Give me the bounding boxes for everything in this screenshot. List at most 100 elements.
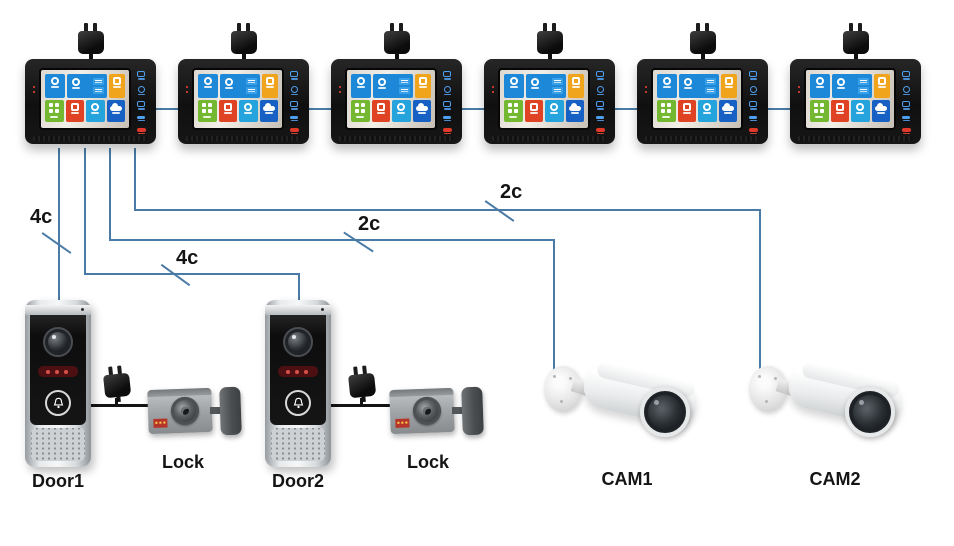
apps-grid-icon	[45, 100, 64, 122]
plug-prong	[542, 23, 547, 32]
wire-door2	[84, 148, 86, 275]
monitor-button-icon	[443, 71, 451, 80]
plug-prong	[389, 23, 394, 32]
touch-button-column	[744, 71, 762, 134]
date-chips	[246, 78, 257, 96]
door-station-1	[25, 300, 91, 467]
clock-icon	[220, 74, 260, 98]
unlock-button-icon	[749, 101, 757, 110]
hangup-button-icon	[136, 127, 146, 134]
monitor-button-icon	[749, 71, 757, 80]
hangup-button-icon	[595, 127, 605, 134]
plug-prong	[695, 23, 700, 32]
monitor-chin	[492, 136, 607, 141]
alarm-bell-icon	[830, 100, 849, 122]
ir-led-window	[38, 366, 78, 377]
settings-gear-icon	[351, 74, 371, 98]
indoor-monitor	[484, 59, 615, 144]
apps-grid-icon	[351, 100, 370, 122]
plug-prong	[236, 23, 241, 32]
wire-cam1	[109, 239, 555, 241]
monitor-chin	[645, 136, 760, 141]
cam1-label: CAM1	[601, 469, 653, 489]
bell-icon	[53, 397, 63, 408]
wire-door2-label: 4c	[176, 247, 199, 269]
date-chips	[705, 78, 716, 96]
monitor-unit-6	[790, 23, 921, 144]
unlock-button-icon	[290, 101, 298, 110]
menu-button-icon	[443, 115, 451, 122]
wire-cam2	[134, 148, 136, 211]
monitor-screen	[41, 70, 129, 128]
photo-album-icon	[415, 74, 431, 98]
door-station-2	[265, 300, 331, 467]
power-led	[798, 86, 800, 88]
lock-red-label	[153, 418, 168, 428]
lock2-label: Lock	[406, 452, 449, 472]
door1-label: Door1	[31, 471, 84, 491]
indoor-monitor	[637, 59, 768, 144]
weather-cloud-icon	[871, 100, 890, 122]
talk-button-icon	[290, 85, 298, 96]
lock1-label: Lock	[161, 452, 204, 472]
touch-button-column	[132, 71, 150, 134]
touch-button-column	[438, 71, 456, 134]
unlock-button-icon	[137, 101, 145, 110]
plug-prong	[398, 23, 403, 32]
alarm-bell-icon	[218, 100, 237, 122]
plug-body	[536, 31, 563, 54]
cam2-label: CAM2	[809, 469, 861, 489]
menu-button-icon	[290, 115, 298, 122]
power-led	[339, 86, 341, 88]
wire-door1-tick	[41, 232, 72, 254]
indoor-monitor	[790, 59, 921, 144]
photo-album-icon	[262, 74, 278, 98]
weather-cloud-icon	[565, 100, 584, 122]
lock2-power-adapter	[347, 365, 377, 404]
plug-prong	[92, 23, 97, 32]
speaker-grille	[271, 428, 325, 461]
plug-body	[689, 31, 716, 54]
unlock-button-icon	[902, 101, 910, 110]
power-adapter	[842, 23, 869, 59]
clock-icon	[526, 74, 566, 98]
plug-cable	[88, 53, 93, 59]
monitor-screen	[194, 70, 282, 128]
clock-icon	[832, 74, 872, 98]
media-icon	[239, 100, 258, 122]
speaker-grille	[31, 428, 85, 461]
monitor-button-icon	[137, 71, 145, 80]
menu-button-icon	[137, 115, 145, 122]
monitor-chin	[186, 136, 301, 141]
menu-button-icon	[749, 115, 757, 122]
camera-lens	[640, 387, 690, 437]
media-icon	[851, 100, 870, 122]
alarm-bell-icon	[65, 100, 84, 122]
plug-cable	[853, 53, 858, 59]
media-icon	[698, 100, 717, 122]
hangup-button-icon	[748, 127, 758, 134]
wire-cam2	[134, 209, 761, 211]
touch-button-column	[285, 71, 303, 134]
apps-grid-icon	[504, 100, 523, 122]
settings-gear-icon	[657, 74, 677, 98]
wire-door1-label: 4c	[30, 206, 53, 228]
plug-cable	[547, 53, 552, 59]
mic-hole	[81, 308, 84, 311]
plug-cable	[241, 53, 246, 59]
plug-cable	[394, 53, 399, 59]
weather-cloud-icon	[718, 100, 737, 122]
plug-prong	[83, 23, 88, 32]
lock-red-label	[395, 418, 410, 428]
door-top-band	[25, 305, 91, 315]
call-button	[45, 390, 71, 416]
power-adapter	[536, 23, 563, 59]
monitors-row	[25, 23, 921, 144]
plug-body	[230, 31, 257, 54]
media-icon	[86, 100, 105, 122]
door2-lock2-cable	[327, 404, 392, 407]
settings-gear-icon	[504, 74, 524, 98]
monitor-chain-wire	[88, 108, 848, 110]
settings-gear-icon	[198, 74, 218, 98]
